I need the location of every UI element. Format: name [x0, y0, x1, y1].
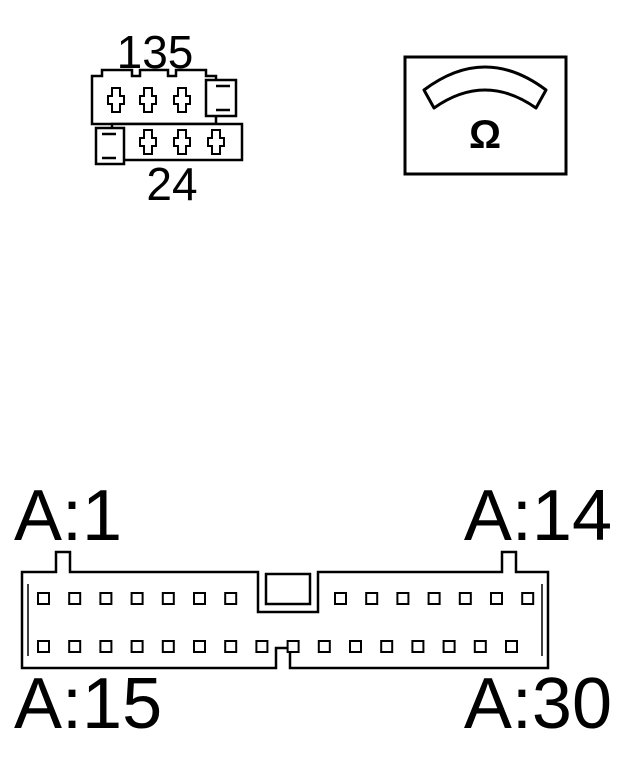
pin-cavity [286, 640, 300, 653]
pin-cavity [99, 592, 113, 605]
pin-cavity [193, 640, 206, 653]
label-a15: A:15 [14, 664, 162, 744]
pin-cavity [380, 640, 394, 653]
pin-row-top [37, 592, 535, 605]
pin-cavity [365, 592, 379, 605]
pin-cavity [255, 640, 269, 653]
pin-cavity [458, 592, 472, 605]
polarizing-key [264, 572, 312, 606]
pin-cavity [521, 592, 535, 605]
terminal [139, 87, 157, 113]
pin-cavity [442, 640, 456, 653]
ohmmeter-icon: Ω [403, 55, 568, 176]
pin-cavity [68, 640, 82, 653]
pin-cavity [224, 640, 238, 653]
pin-cavity [473, 640, 487, 653]
large-connector-housing [20, 550, 550, 670]
pin-cavity [490, 592, 503, 605]
terminal [139, 129, 157, 155]
large-connector: A:1 A:14 A:15 A:30 [14, 476, 612, 744]
small-connector-bottom-label: 24 [146, 158, 197, 210]
pin-cavity [505, 640, 518, 653]
pin-cavity [161, 592, 175, 605]
terminal [173, 87, 191, 113]
pin-cavity [130, 592, 144, 605]
terminal [173, 129, 191, 155]
pin-cavity [334, 592, 347, 605]
pin-cavity [224, 592, 238, 605]
pin-cavity [317, 640, 331, 653]
pin-cavity [99, 640, 113, 653]
label-a30: A:30 [464, 664, 612, 744]
pin-cavity [37, 640, 50, 653]
label-a1: A:1 [14, 476, 122, 556]
small-connector-bottom-terminals [139, 129, 225, 155]
ohmmeter-scale-arc [422, 65, 548, 110]
terminal [107, 87, 125, 113]
pin-cavity [427, 592, 441, 605]
small-connector: 135 24 [90, 26, 244, 210]
label-a14: A:14 [464, 476, 612, 556]
pin-cavity [130, 640, 144, 653]
pin-cavity [349, 640, 362, 653]
terminal [207, 129, 225, 155]
pin-cavity [37, 592, 50, 605]
small-connector-top-terminals [107, 87, 191, 113]
pin-row-bottom [37, 640, 518, 653]
pin-cavity [193, 592, 206, 605]
pin-cavity [411, 640, 425, 653]
pin-cavity [396, 592, 410, 605]
ohm-symbol: Ω [469, 113, 501, 157]
pin-cavity [161, 640, 175, 653]
pin-cavity [68, 592, 82, 605]
